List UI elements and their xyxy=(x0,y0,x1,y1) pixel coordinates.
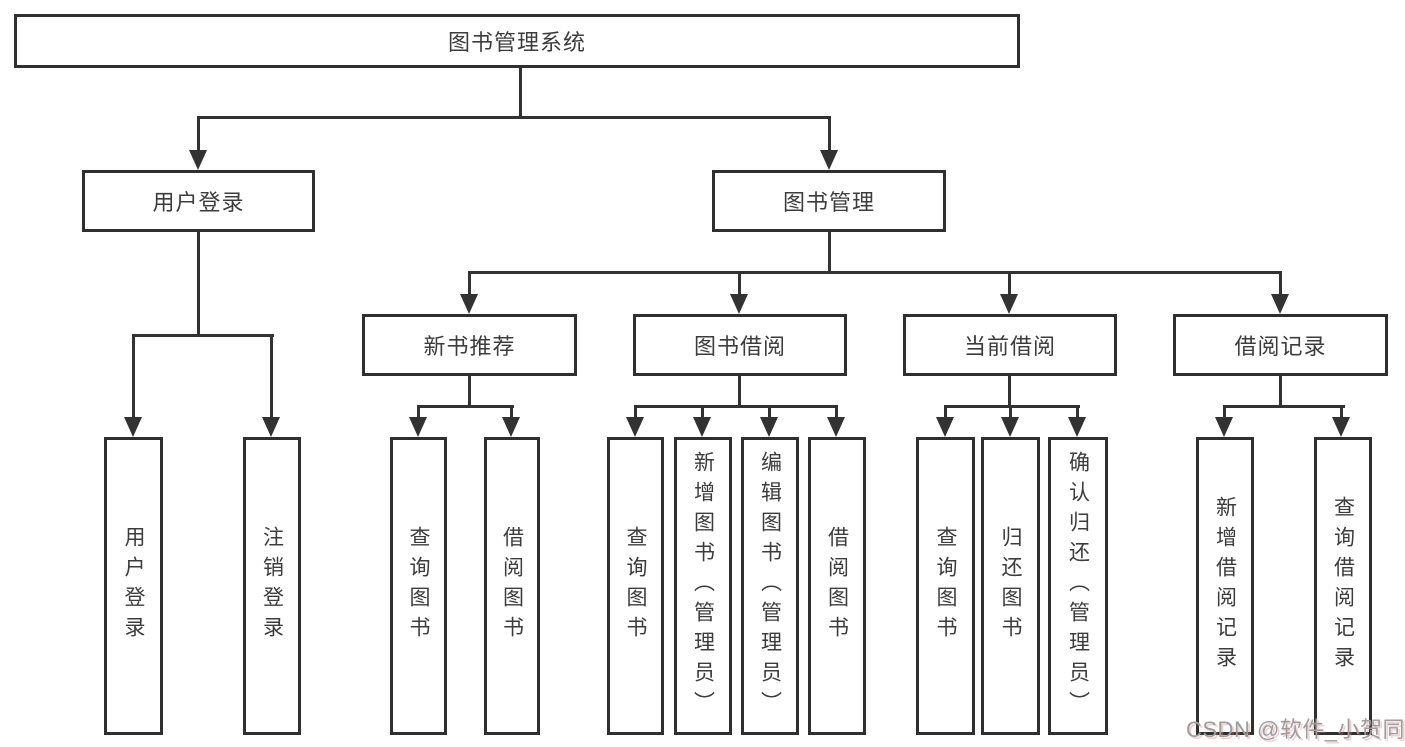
connector-line xyxy=(417,405,420,419)
node-leaf-borrow-books: 借阅图书 xyxy=(808,437,866,735)
node-leaf-return-books: 归还图书 xyxy=(981,437,1040,735)
node-leaf-add-borrow-record: 新增借阅记录 xyxy=(1196,437,1254,735)
node-label: 借阅图书 xyxy=(500,526,524,646)
connector-line xyxy=(197,232,200,336)
arrowhead-down-icon xyxy=(1332,417,1350,437)
connector-line xyxy=(197,116,831,119)
connector-line xyxy=(417,405,514,408)
connector-line xyxy=(510,405,513,419)
connector-line xyxy=(1279,272,1282,298)
connector-line xyxy=(828,117,831,153)
node-current-borrowing: 当前借阅 xyxy=(903,314,1117,376)
connector-line xyxy=(738,376,741,407)
connector-line xyxy=(519,68,522,117)
arrowhead-down-icon xyxy=(936,417,954,437)
connector-line xyxy=(132,335,135,419)
arrowhead-down-icon xyxy=(409,417,427,437)
connector-line xyxy=(1076,405,1079,419)
arrowhead-down-icon xyxy=(827,417,845,437)
connector-line xyxy=(768,405,771,419)
connector-line xyxy=(197,117,200,153)
node-library-system: 图书管理系统 xyxy=(14,14,1020,68)
arrowhead-down-icon xyxy=(820,150,838,170)
connector-line xyxy=(701,405,704,419)
node-leaf-edit-books-admin: 编辑图书（管理员） xyxy=(741,437,799,735)
arrowhead-down-icon xyxy=(262,417,280,437)
node-leaf-add-books-admin: 新增图书（管理员） xyxy=(674,437,732,735)
connector-line xyxy=(738,272,741,298)
connector-line xyxy=(828,232,831,273)
arrowhead-down-icon xyxy=(1000,294,1018,314)
connector-line xyxy=(944,405,947,419)
arrowhead-down-icon xyxy=(460,294,478,314)
node-label: 归还图书 xyxy=(999,526,1022,646)
arrowhead-down-icon xyxy=(124,417,142,437)
connector-line xyxy=(132,334,274,337)
node-borrowing-records: 借阅记录 xyxy=(1173,314,1388,376)
connector-line xyxy=(1340,405,1343,419)
connector-line xyxy=(1008,272,1011,298)
node-label: 用户登录 xyxy=(122,526,145,646)
arrowhead-down-icon xyxy=(502,417,520,437)
arrowhead-down-icon xyxy=(693,417,711,437)
arrowhead-down-icon xyxy=(1001,417,1019,437)
node-label: 注销登录 xyxy=(260,526,284,646)
node-label: 借阅图书 xyxy=(825,526,849,646)
node-label: 查询图书 xyxy=(624,526,647,646)
node-label: 查询图书 xyxy=(407,526,430,646)
connector-line xyxy=(1009,405,1012,419)
csdn-watermark: CSDN @软件_小贺同学 xyxy=(1186,717,1405,742)
connector-line xyxy=(634,405,637,419)
node-leaf-borrow-books-recommend: 借阅图书 xyxy=(484,437,540,735)
node-label: 确认归还（管理员） xyxy=(1066,451,1090,721)
node-label: 查询图书 xyxy=(934,526,957,646)
node-book-borrowing: 图书借阅 xyxy=(633,314,847,376)
node-leaf-user-login: 用户登录 xyxy=(104,437,163,735)
arrowhead-down-icon xyxy=(189,150,207,170)
node-leaf-query-books-recommend: 查询图书 xyxy=(390,437,447,735)
connector-line xyxy=(944,405,1080,408)
connector-line xyxy=(1279,376,1282,407)
node-leaf-logout: 注销登录 xyxy=(243,437,301,735)
connector-line xyxy=(468,376,471,407)
arrowhead-down-icon xyxy=(1271,294,1289,314)
node-leaf-query-borrow-record: 查询借阅记录 xyxy=(1314,437,1372,735)
connector-line xyxy=(1223,405,1226,419)
connector-line xyxy=(835,405,838,419)
arrowhead-down-icon xyxy=(1068,417,1086,437)
node-book-management: 图书管理 xyxy=(712,170,946,232)
arrowhead-down-icon xyxy=(760,417,778,437)
connector-line xyxy=(270,335,273,419)
arrowhead-down-icon xyxy=(626,417,644,437)
connector-line xyxy=(1223,405,1345,408)
node-user-login: 用户登录 xyxy=(82,170,315,232)
node-label: 查询借阅记录 xyxy=(1331,496,1355,676)
connector-line xyxy=(1008,376,1011,407)
node-leaf-query-books-borrow: 查询图书 xyxy=(607,437,664,735)
node-new-book-recommend: 新书推荐 xyxy=(362,314,577,376)
arrowhead-down-icon xyxy=(730,294,748,314)
node-leaf-confirm-return-admin: 确认归还（管理员） xyxy=(1048,437,1108,735)
connector-line xyxy=(468,272,471,298)
node-label: 编辑图书（管理员） xyxy=(758,451,782,721)
connector-line xyxy=(468,271,1282,274)
connector-line xyxy=(634,405,838,408)
node-leaf-query-books-current: 查询图书 xyxy=(916,437,975,735)
node-label: 新增图书（管理员） xyxy=(691,451,715,721)
node-label: 新增借阅记录 xyxy=(1213,496,1237,676)
arrowhead-down-icon xyxy=(1215,417,1233,437)
